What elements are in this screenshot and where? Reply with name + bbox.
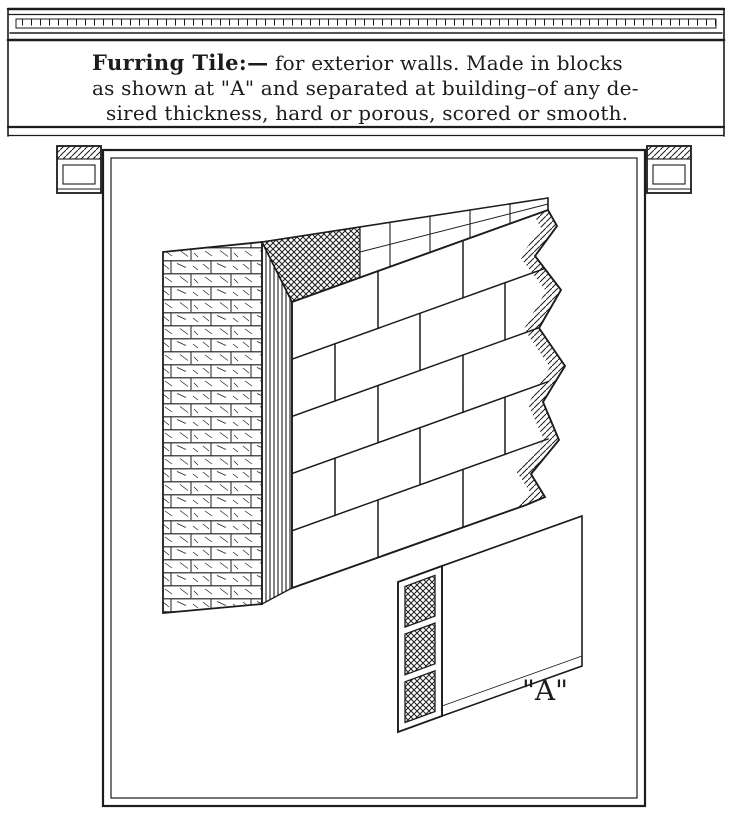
wall-top-midline: [359, 203, 549, 253]
wall-illustration: [162, 197, 567, 614]
cornice-end-lines: [7, 8, 725, 137]
block-scoring-lines: [403, 517, 577, 581]
block-side-line: [441, 655, 583, 707]
brick-wall-texture: [162, 241, 263, 614]
heading-line-1: Furring Tile:— for exterior walls. Made …: [92, 50, 648, 76]
tile-block-detail: [397, 514, 583, 734]
wall-top-joints: [389, 203, 511, 268]
detail-label: "A": [522, 674, 568, 707]
frieze-text: Furring Tile:— for exterior walls. Made …: [92, 50, 648, 126]
panel-frame-outer: [101, 148, 647, 808]
left-corbel-hatch: [56, 145, 102, 160]
furring-tile-face: [291, 208, 567, 590]
heading-line-3: sired thickness, hard or porous, scored …: [106, 101, 629, 125]
heading-line-2: as shown at "A" and separated at buildin…: [92, 76, 639, 100]
cornice: [6, 7, 726, 137]
left-corbel-panel: [62, 164, 96, 185]
heading-term: Furring Tile:—: [92, 50, 269, 75]
panel-frame: [101, 148, 647, 808]
broken-edge-hatch: [512, 210, 565, 509]
left-corbel: [56, 145, 102, 194]
right-corbel-panel: [652, 164, 686, 185]
block-cell-middle: [404, 622, 436, 676]
tile-side-reveal: [261, 241, 293, 606]
right-corbel: [646, 145, 692, 194]
right-corbel-hatch: [646, 145, 692, 160]
wall-top-band: [260, 197, 549, 303]
block-cell-top: [404, 574, 436, 629]
tile-vertical-joints: [334, 239, 506, 558]
cornice-bead-band: [15, 18, 717, 29]
heading-line1-rest: for exterior walls. Made in blocks: [268, 51, 623, 75]
panel-frame-inner: [110, 157, 638, 799]
block-cell-bottom: [404, 669, 436, 724]
